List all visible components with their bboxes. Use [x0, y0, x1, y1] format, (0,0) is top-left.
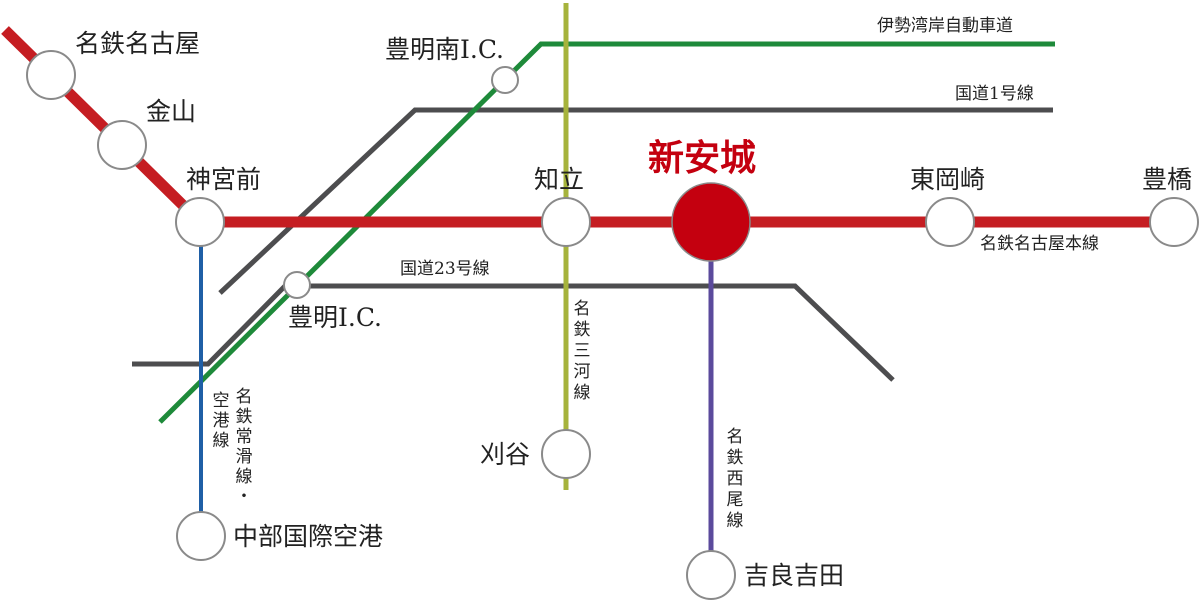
station-chubu-airport[interactable]	[176, 511, 226, 561]
label-jingumae: 神宮前	[186, 165, 261, 194]
label-mikawa-line: 名鉄三河線	[574, 299, 591, 403]
label-chubu-airport: 中部国際空港	[233, 522, 383, 551]
station-chiryu[interactable]	[541, 197, 591, 247]
label-meitetsu-main-line: 名鉄名古屋本線	[980, 234, 1099, 254]
station-kariya[interactable]	[541, 429, 591, 479]
label-airport-line: 空港線	[213, 391, 230, 451]
label-nishio-line-text: 名鉄西尾線	[727, 427, 744, 531]
route23-line	[132, 283, 895, 382]
station-shin-anjo[interactable]	[671, 182, 751, 262]
station-kanayama[interactable]	[97, 120, 147, 170]
route1-line	[218, 107, 1053, 295]
station-kira-yoshida[interactable]	[686, 550, 736, 600]
station-jingumae[interactable]	[175, 197, 225, 247]
meitetsu-main-line	[1, 26, 1175, 228]
interchange-toyoake-minami[interactable]	[491, 66, 519, 94]
station-meitetsu-nagoya[interactable]	[26, 50, 76, 100]
isewangan-expressway-line	[158, 41, 1055, 424]
label-isewangan: 伊勢湾岸自動車道	[877, 16, 1013, 36]
label-tokoname-line-text: 名鉄常滑線・	[236, 387, 253, 507]
label-route1: 国道1号線	[955, 84, 1034, 104]
label-higashi-okazaki: 東岡崎	[910, 165, 985, 194]
label-kanayama: 金山	[146, 97, 196, 126]
label-kira-yoshida: 吉良吉田	[744, 561, 844, 590]
labels-layer: 名鉄名古屋 金山 神宮前 知立 新安城 東岡崎 豊橋 刈谷 吉良吉田 中部国際空…	[75, 16, 1192, 590]
label-route23: 国道23号線	[400, 259, 490, 279]
station-higashi-okazaki[interactable]	[925, 197, 975, 247]
label-toyoake-ic: 豊明I.C.	[288, 303, 382, 332]
label-tokoname-line: 名鉄常滑線・	[236, 387, 253, 507]
label-meitetsu-nagoya: 名鉄名古屋	[75, 29, 200, 58]
label-shin-anjo: 新安城	[648, 137, 756, 179]
label-kariya: 刈谷	[480, 440, 530, 469]
station-toyohashi[interactable]	[1149, 197, 1199, 247]
label-airport-line-text: 空港線	[213, 391, 230, 451]
stations-layer	[26, 50, 1199, 600]
label-toyoake-minami-ic: 豊明南I.C.	[385, 35, 504, 64]
label-nishio-line: 名鉄西尾線	[727, 427, 744, 531]
interchange-toyoake[interactable]	[283, 271, 311, 299]
label-chiryu: 知立	[534, 165, 584, 194]
label-mikawa-line-text: 名鉄三河線	[574, 299, 591, 403]
label-toyohashi: 豊橋	[1142, 165, 1192, 194]
